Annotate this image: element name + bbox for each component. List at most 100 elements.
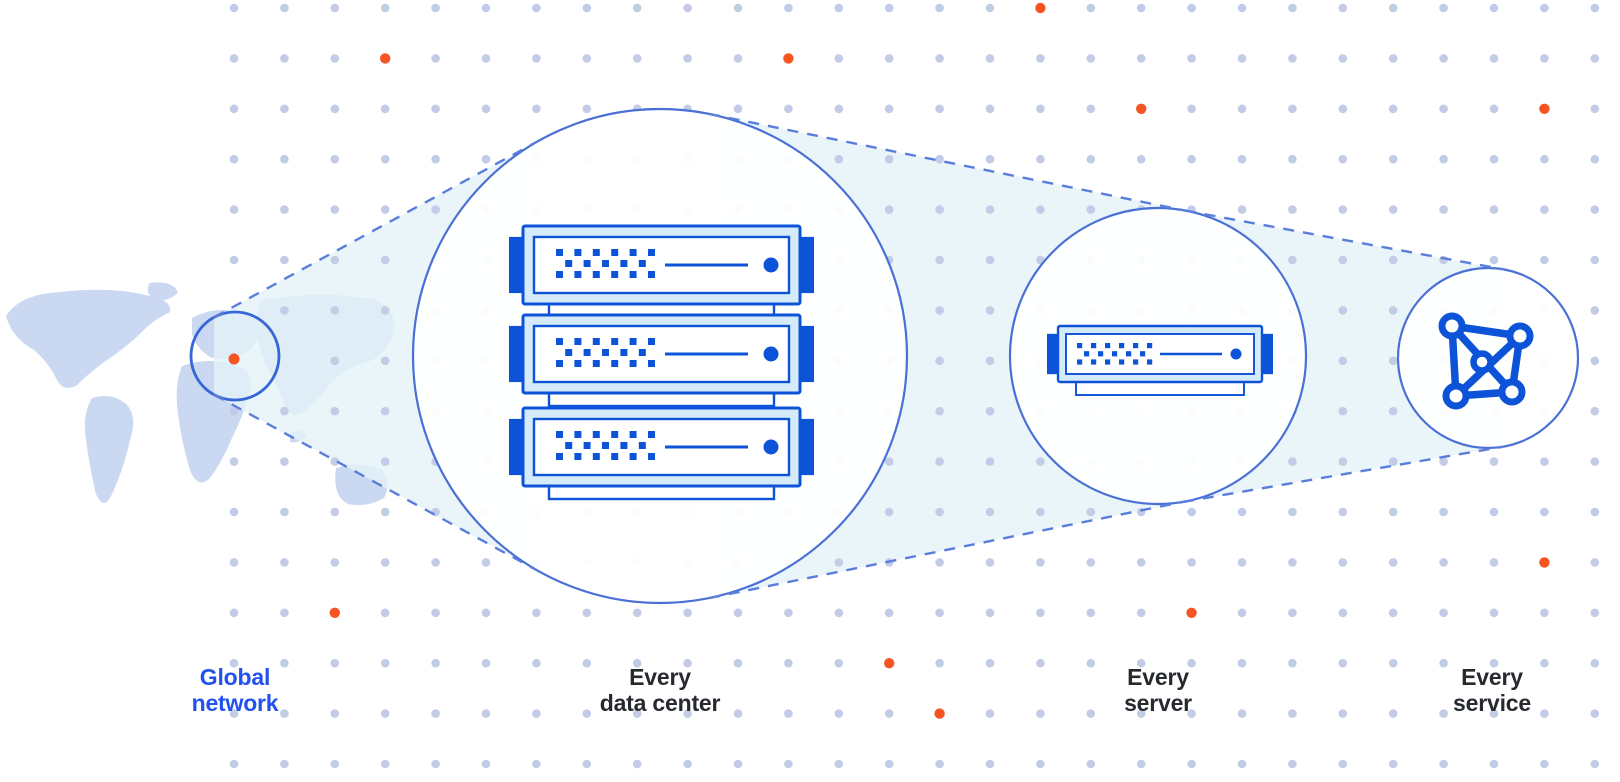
continent-shape	[84, 396, 134, 503]
grid-dot	[1540, 658, 1549, 668]
grid-dot	[380, 205, 390, 214]
grid-dot	[330, 709, 340, 718]
vent-dot	[592, 249, 600, 256]
grid-dot	[935, 558, 944, 567]
grid-dot	[1338, 154, 1348, 164]
vent-dot	[574, 431, 582, 438]
grid-dot	[884, 154, 894, 164]
vent-dot	[583, 442, 591, 449]
grid-dot	[985, 306, 995, 315]
grid-dot	[532, 54, 541, 63]
grid-dot	[431, 205, 440, 214]
grid-dot	[985, 406, 995, 416]
grid-dot	[1338, 406, 1348, 416]
grid-dot	[935, 54, 944, 63]
accent-dot	[1539, 103, 1550, 115]
grid-dot	[280, 306, 289, 315]
grid-dot	[985, 356, 995, 366]
grid-dot	[1338, 3, 1348, 13]
accent-dot	[329, 607, 340, 618]
grid-dot	[1590, 306, 1600, 315]
grid-dot	[935, 356, 944, 366]
grid-dot	[431, 54, 440, 63]
grid-dot	[1489, 709, 1499, 718]
grid-dot	[1540, 608, 1549, 618]
grid-dot	[229, 507, 239, 517]
grid-dot	[1086, 154, 1096, 164]
vent-dot	[556, 453, 563, 460]
vent-dot	[648, 360, 655, 367]
vent-dot	[602, 349, 609, 356]
grid-dot	[1489, 3, 1499, 13]
grid-dot	[683, 3, 692, 13]
vent-dot	[1140, 351, 1146, 357]
grid-dot	[1338, 658, 1348, 668]
stage-label-line: network	[191, 690, 279, 716]
grid-dot	[431, 558, 440, 567]
grid-dot	[1388, 104, 1398, 114]
grid-dot	[431, 658, 440, 668]
grid-dot	[632, 709, 642, 718]
zoom-dashed-line	[1182, 445, 1504, 504]
grid-dot	[733, 3, 743, 13]
grid-dot	[1036, 558, 1045, 567]
grid-dot	[733, 759, 743, 769]
grid-dot	[431, 104, 440, 114]
grid-dot	[582, 658, 592, 668]
grid-dot	[1237, 507, 1247, 517]
grid-dot	[280, 457, 289, 466]
grid-dot	[1388, 154, 1398, 164]
grid-dot	[1388, 608, 1398, 618]
grid-dot	[1136, 54, 1146, 63]
mesh-node	[1438, 312, 1466, 340]
grid-dot	[481, 154, 491, 164]
grid-dot	[1439, 558, 1448, 567]
grid-dot	[1187, 658, 1196, 668]
grid-dot	[380, 558, 390, 567]
grid-dot	[632, 54, 642, 63]
grid-dot	[1439, 154, 1448, 164]
grid-dot	[1439, 205, 1448, 214]
grid-dot	[1590, 406, 1600, 416]
grid-dot	[1540, 3, 1549, 13]
server-front-panel	[532, 324, 791, 384]
grid-dot	[1540, 709, 1549, 718]
vent-dot	[1147, 359, 1153, 365]
grid-dot	[229, 406, 239, 416]
grid-dot	[1388, 658, 1398, 668]
server-unit	[509, 406, 814, 501]
vent-dot	[565, 349, 573, 356]
grid-dot	[1187, 507, 1196, 517]
grid-dot	[884, 205, 894, 214]
grid-dot	[380, 759, 390, 769]
grid-dot	[1590, 608, 1600, 618]
location-dot-icon	[228, 353, 240, 365]
grid-dot	[1338, 356, 1348, 366]
vent-dot	[592, 453, 600, 460]
grid-dot	[380, 154, 390, 164]
grid-dot	[481, 658, 491, 668]
server-led	[763, 257, 779, 273]
server-front-panel	[532, 417, 791, 477]
accent-dot	[884, 658, 895, 669]
grid-dot	[1237, 104, 1247, 114]
grid-dot	[1590, 558, 1600, 567]
grid-dot	[884, 3, 894, 13]
grid-dot	[280, 3, 289, 13]
grid-dot	[1237, 608, 1247, 618]
grid-dot	[733, 104, 743, 114]
vent-dot	[638, 349, 646, 356]
grid-dot	[935, 658, 944, 668]
grid-dot	[935, 759, 944, 769]
grid-dot	[1489, 507, 1499, 517]
grid-dot	[1036, 54, 1045, 63]
grid-dot	[280, 658, 289, 668]
vent-dot	[629, 271, 637, 278]
grid-dot	[481, 104, 491, 114]
vent-dot	[574, 249, 582, 256]
grid-dot	[1036, 608, 1045, 618]
grid-dot	[1136, 658, 1146, 668]
grid-dot	[985, 759, 995, 769]
vent-dot	[592, 271, 600, 278]
grid-dot	[1036, 457, 1045, 466]
